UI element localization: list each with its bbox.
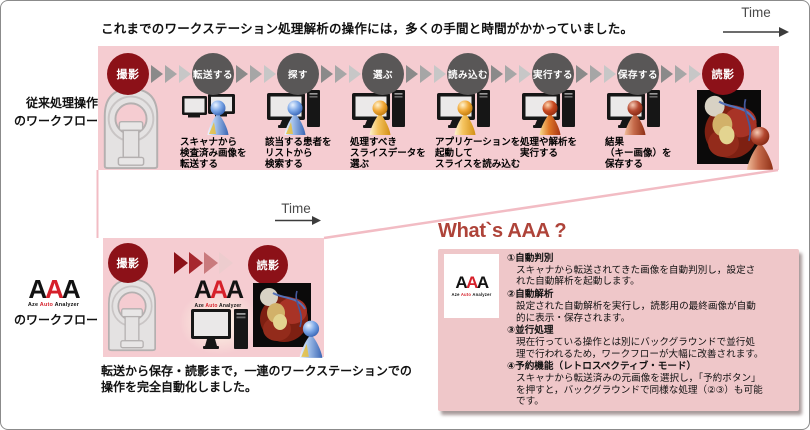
feature-item-auto-detect: ①自動判別 スキャナから転送されてきた画像を自動判別し，設定さ れた自動解析を起…: [507, 253, 756, 288]
step-circle-select: 選ぶ: [362, 53, 404, 95]
aaa-description: 転送から保存・読影まで，一連のワークステーションでの 操作を完全自動化しました。: [101, 363, 412, 395]
step-caption: 結果（キー画像）を保存する: [605, 137, 672, 170]
feature-item-parallel: ③並行処理 現在行っている操作とは別にバックグラウンドで並行処 理で行われるため…: [507, 325, 764, 360]
aaa-logo: AAA Aze Auto Analyzer: [451, 273, 492, 297]
step-caption: アプリケーションを起動してスライスを読み込む: [435, 137, 521, 170]
step-circle-transfer: 転送する: [192, 53, 234, 95]
step-circle-execute: 実行する: [532, 53, 574, 95]
flow-arrows-icon: [321, 65, 363, 88]
step-label: 読み込む: [447, 70, 488, 81]
step-label: 転送する: [192, 70, 233, 81]
step-circle-search: 探す: [277, 53, 319, 95]
flow-arrows-icon: [576, 65, 618, 88]
flow-arrows-icon: [661, 65, 703, 88]
flow-arrows-icon: [406, 65, 448, 88]
description-line1: 転送から保存・読影まで，一連のワークステーションでの: [101, 364, 412, 378]
flow-arrows-icon: [236, 65, 278, 88]
step-caption: スキャナから検査済み画像を転送する: [180, 137, 247, 170]
ct-scanner-icon: [103, 87, 159, 170]
feature-item-reservation: ④予約機能（レトロスペクティブ・モード） スキャナから転送済みの元画像を選択し，…: [507, 361, 763, 408]
aaa-logo-card: AAA Aze Auto Analyzer: [444, 254, 499, 318]
person-blue-icon: [299, 320, 323, 358]
description-line2: 操作を完全自動化しました。: [101, 380, 258, 394]
whats-aaa-title: What`s AAA ?: [438, 220, 567, 242]
step-caption: 処理すべきスライスデータを選ぶ: [350, 137, 426, 170]
workstation-person-icon: [267, 90, 320, 135]
flow-arrows-icon: [151, 65, 193, 88]
time-label-mid: Time: [281, 201, 311, 216]
intro-text: これまでのワークステーション処理解析の操作には，多くの手間と時間がかかっていまし…: [101, 22, 634, 36]
workstation-person-icon: [352, 90, 405, 135]
aaa-step-circle-shoot: 撮影: [108, 243, 148, 283]
ct-scanner-icon: [107, 278, 157, 352]
workstation-person-icon: [437, 90, 490, 135]
whats-aaa-panel: AAA Aze Auto Analyzer ①自動判別 スキャナから転送されてき…: [438, 249, 799, 411]
aaa-step-circle-read: 読影: [248, 245, 288, 285]
step-circle-save: 保存する: [617, 53, 659, 95]
workstation-person-icon: [607, 90, 660, 135]
step-label: 探す: [287, 70, 308, 81]
step-circle-load: 読み込む: [447, 53, 489, 95]
aaa-flow-arrows-icon: [174, 252, 234, 279]
conventional-row-label: 従来処理操作 のワークフロー: [9, 94, 98, 130]
step-label: 読影: [711, 69, 735, 81]
aaa-row-label: のワークフロー: [13, 313, 98, 327]
step-circle-read: 読影: [702, 53, 744, 95]
time-arrow-top-icon: [723, 27, 789, 37]
feature-list: ①自動判別 スキャナから転送されてきた画像を自動判別し，設定さ れた自動解析を起…: [507, 253, 795, 409]
step-caption: 処理や解析を実行する: [520, 137, 578, 159]
step-label: 撮影: [116, 258, 140, 270]
workstation-person-icon: [522, 90, 575, 135]
time-arrow-mid-icon: [275, 216, 321, 225]
person-red-icon: [746, 126, 774, 170]
step-circle-shoot: 撮影: [107, 53, 149, 95]
step-label: 実行する: [532, 70, 573, 81]
aaa-logo: AAA Aze Auto Analyzer: [193, 276, 244, 309]
aaa-logo: AAA Aze Auto Analyzer: [27, 274, 81, 308]
step-label: 撮影: [116, 69, 140, 81]
flow-arrows-icon: [491, 65, 533, 88]
aaa-workstation-icon: [191, 309, 248, 349]
row-label-line1: 従来処理操作: [25, 96, 98, 110]
step-label: 読影: [256, 260, 280, 272]
time-label-top: Time: [741, 5, 771, 20]
step-label: 保存する: [617, 70, 658, 81]
row-label-line2: のワークフロー: [13, 114, 98, 128]
feature-item-auto-analysis: ②自動解析 設定された自動解析を実行し，読影用の最終画像が自動 的に表示・保存さ…: [507, 289, 756, 324]
step-caption: 該当する患者をリストから検索する: [265, 137, 332, 170]
step-label: 選ぶ: [372, 70, 393, 81]
dual-monitor-person-icon: [182, 94, 235, 135]
